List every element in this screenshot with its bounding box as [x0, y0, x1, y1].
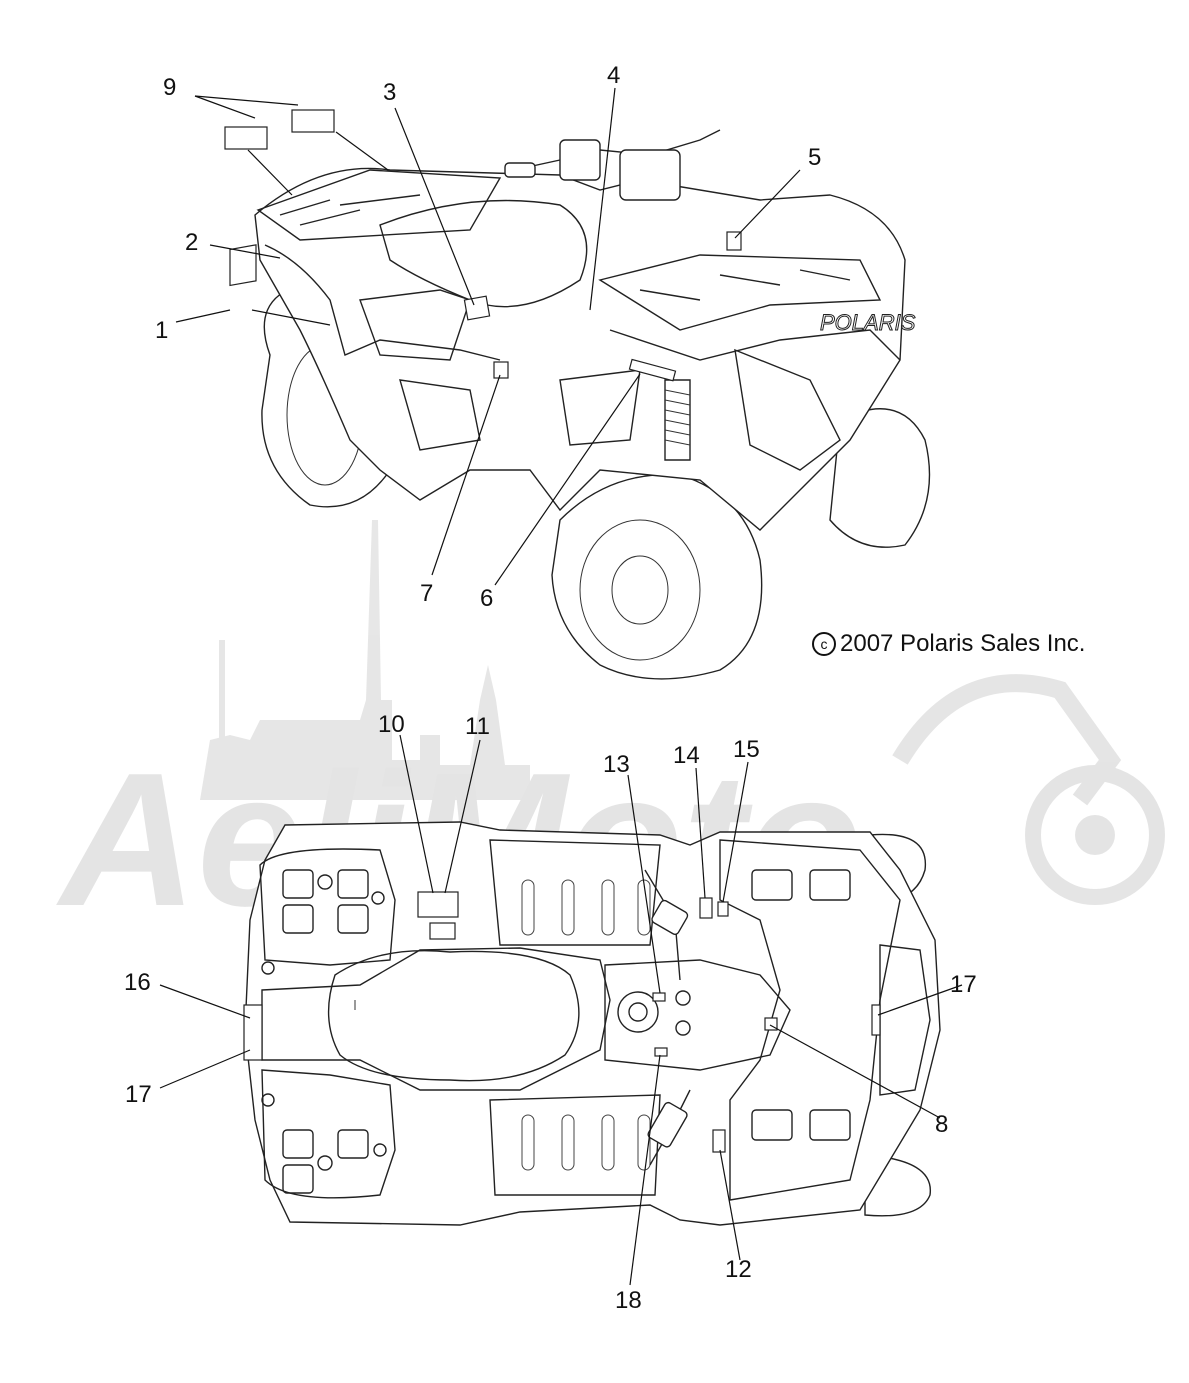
atv-top-view: [243, 821, 941, 1226]
callout-12: 12: [725, 1256, 752, 1283]
decal-14: [699, 897, 713, 919]
copyright-text: 2007 Polaris Sales Inc.: [840, 630, 1086, 657]
callout-5: 5: [808, 144, 821, 171]
callout-3: 3: [383, 79, 396, 106]
decal-18: [654, 1047, 668, 1057]
callout-7: 7: [420, 580, 433, 607]
callout-18: 18: [615, 1287, 642, 1314]
callout-1: 1: [155, 317, 168, 344]
decal-13: [652, 992, 666, 1002]
callout-11: 11: [465, 713, 490, 740]
decal-12: [712, 1129, 726, 1153]
callout-8: 8: [935, 1111, 948, 1138]
decal-15: [717, 901, 729, 917]
callout-2: 2: [185, 229, 198, 256]
callout-6: 6: [480, 585, 493, 612]
decal-9-left: [224, 126, 268, 150]
callout-9: 9: [163, 74, 176, 101]
callouts-top-view: 10 11 13 14 15 16 17 17 8 12 18: [124, 711, 977, 1314]
decal-17-front: [871, 1004, 881, 1036]
copyright-symbol-icon: c: [812, 632, 836, 656]
decal-10: [417, 891, 459, 918]
callouts-side-view: 9 3 4 5 2 1 7 6: [155, 62, 821, 612]
decal-9-right: [291, 109, 335, 133]
callout-17-rear: 17: [125, 1081, 152, 1108]
decal-16: [243, 1004, 263, 1061]
decal-11: [429, 922, 456, 940]
callout-14: 14: [673, 742, 700, 769]
callout-16: 16: [124, 969, 151, 996]
svg-text:POLARIS: POLARIS: [820, 310, 916, 335]
callout-13: 13: [603, 751, 630, 778]
atv-side-view: POLARIS: [224, 109, 931, 680]
callout-10: 10: [378, 711, 405, 738]
callout-4: 4: [607, 62, 620, 89]
callout-17-front: 17: [950, 971, 977, 998]
callout-15: 15: [733, 736, 760, 763]
decal-1: [229, 244, 257, 287]
